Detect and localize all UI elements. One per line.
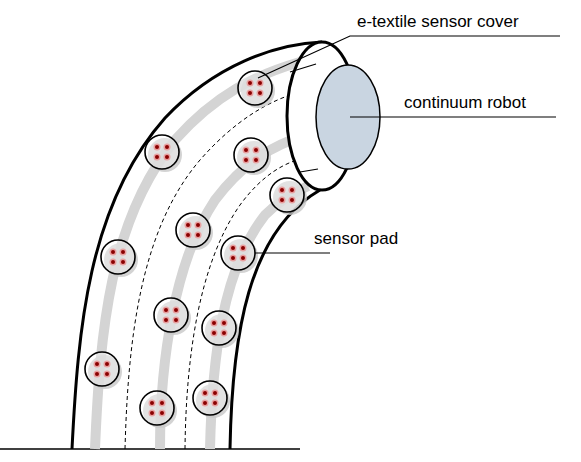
cover-label: e-textile sensor cover <box>357 13 519 32</box>
robot-label: continuum robot <box>404 94 526 113</box>
sensor-cover-outline <box>72 42 322 449</box>
sensor-pads <box>85 71 307 428</box>
dashed-lines <box>125 92 305 449</box>
sensor-stripes <box>95 62 308 449</box>
leader-lines <box>255 36 560 253</box>
pad-label: sensor pad <box>314 230 398 249</box>
ground-line <box>0 448 300 450</box>
